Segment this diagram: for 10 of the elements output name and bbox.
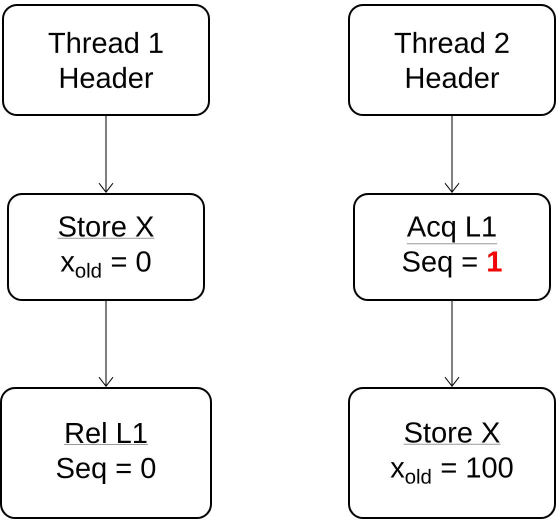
arrow: [444, 116, 460, 193]
process-box: Store X x$_{old}$ = 100: [348, 387, 556, 519]
process-box: Acq L1 Seq = 1: [353, 193, 551, 301]
process-box: Thread 1 Header: [2, 4, 210, 116]
process-box: Thread 2 Header: [348, 4, 556, 116]
process-box: Store X x$_{old}$ = 0: [7, 193, 205, 301]
arrow: [98, 300, 114, 387]
arrow: [98, 116, 114, 193]
arrow: [444, 300, 460, 387]
process-box: Rel L1 Seq = 0: [0, 387, 212, 519]
